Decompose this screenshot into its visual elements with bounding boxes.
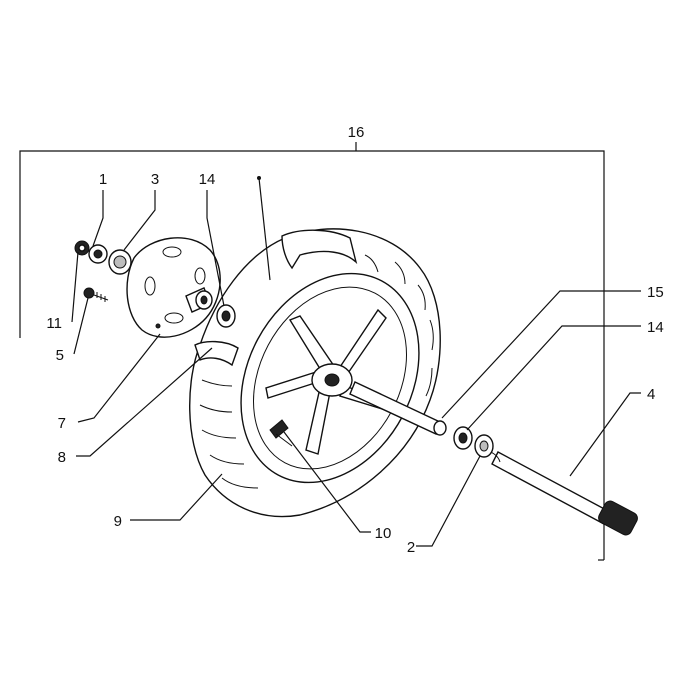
screw-left xyxy=(83,287,109,302)
tire-section-upper xyxy=(281,229,358,270)
tire-section-lower xyxy=(194,340,239,367)
label-2: 2 xyxy=(407,539,415,556)
seal-right xyxy=(474,434,494,458)
drive-plate xyxy=(126,237,221,338)
label-14-left: 14 xyxy=(199,171,216,188)
part-labels: 1 3 14 16 11 5 7 8 9 10 2 15 14 4 xyxy=(46,124,663,556)
leader-lines xyxy=(71,177,641,547)
label-1: 1 xyxy=(99,171,107,188)
assembly-bracket xyxy=(19,142,605,561)
bearing-left xyxy=(216,304,236,328)
label-15: 15 xyxy=(647,284,664,301)
label-8: 8 xyxy=(58,449,66,466)
wheel-assembly xyxy=(189,228,441,518)
label-9: 9 xyxy=(114,513,122,530)
tire-valve xyxy=(269,419,293,447)
axle-nut xyxy=(598,500,638,536)
washer-left xyxy=(88,244,108,264)
bearing-right xyxy=(453,426,473,450)
label-16: 16 xyxy=(348,124,365,141)
spacer-tube xyxy=(349,381,447,436)
tire-tread xyxy=(199,254,434,489)
label-10: 10 xyxy=(375,525,392,542)
label-11: 11 xyxy=(46,315,62,332)
label-4: 4 xyxy=(647,386,655,403)
axle xyxy=(484,451,638,536)
label-5: 5 xyxy=(56,347,64,364)
label-7: 7 xyxy=(58,415,66,432)
label-3: 3 xyxy=(151,171,159,188)
label-14-right: 14 xyxy=(647,319,664,336)
seal-left xyxy=(108,249,132,275)
wheel-hub-center xyxy=(324,373,340,387)
nut-left xyxy=(74,240,90,256)
